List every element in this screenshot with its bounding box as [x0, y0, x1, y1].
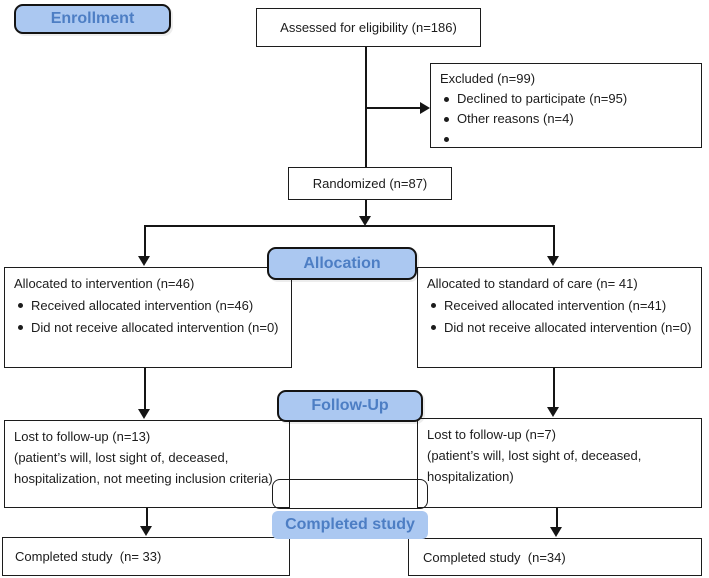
excluded-bullet-row: Other reasons (n=4)	[440, 109, 692, 129]
stage-label-allocation: Allocation	[267, 247, 417, 280]
box-lost-followup-standard: Lost to follow-up (n=7) (patient’s will,…	[417, 418, 702, 508]
arrowhead-down-alloc-right-icon	[547, 256, 559, 266]
connector-assessed-to-randomized	[365, 47, 367, 167]
alloc-right-bullet-row: Did not receive allocated intervention (…	[427, 317, 692, 339]
connector-split-to-alloc-left	[144, 226, 146, 258]
box-lost-followup-intervention: Lost to follow-up (n=13) (patient’s will…	[4, 420, 290, 508]
arrowhead-down-completed-left-icon	[140, 526, 152, 536]
completed-right-text: Completed study (n=34)	[423, 549, 566, 565]
stage-label-completed-study: Completed study	[272, 511, 428, 539]
connector-split-to-alloc-right	[553, 226, 555, 258]
connector-to-excluded	[367, 107, 420, 109]
bullet-icon	[444, 137, 449, 142]
alloc-left-bullet-row: Received allocated intervention (n=46)	[14, 295, 282, 317]
alloc-right-bullet-row: Received allocated intervention (n=41)	[427, 295, 692, 317]
arrowhead-down-followup-left-icon	[138, 409, 150, 419]
alloc-left-title: Allocated to intervention (n=46)	[14, 276, 195, 291]
box-completed-intervention: Completed study (n= 33)	[2, 537, 290, 576]
excluded-bullet-declined: Declined to participate (n=95)	[457, 91, 628, 106]
split-line	[144, 225, 555, 227]
bullet-icon	[431, 325, 436, 330]
enrollment-label-text: Enrollment	[50, 10, 135, 27]
completed-label-text: Completed study	[285, 516, 415, 533]
bullet-icon	[18, 303, 23, 308]
connector-alloc-to-followup-left	[144, 367, 146, 411]
followup-right-detail: (patient’s will, lost sight of, deceased…	[427, 448, 642, 484]
connector-followup-to-completed-left	[146, 507, 148, 528]
followup-left-detail: (patient’s will, lost sight of, deceased…	[14, 450, 273, 486]
empty-rounded-rect	[272, 479, 428, 509]
box-assessed-eligibility: Assessed for eligibility (n=186)	[256, 8, 481, 47]
excluded-title: Excluded (n=99)	[440, 71, 536, 86]
connector-followup-to-completed-right	[556, 507, 558, 529]
assessed-text: Assessed for eligibility (n=186)	[280, 20, 457, 35]
arrowhead-down-alloc-left-icon	[138, 256, 150, 266]
completed-left-text: Completed study (n= 33)	[15, 549, 162, 564]
connector-randomized-to-split	[365, 198, 367, 219]
box-allocated-standard-care: Allocated to standard of care (n= 41) Re…	[417, 267, 702, 368]
stage-label-follow-up: Follow-Up	[277, 390, 423, 422]
alloc-right-title: Allocated to standard of care (n= 41)	[427, 276, 638, 291]
box-allocated-intervention: Allocated to intervention (n=46) Receive…	[4, 267, 292, 368]
alloc-left-bullet-notreceived: Did not receive allocated intervention (…	[31, 320, 279, 335]
arrowhead-down-completed-right-icon	[550, 527, 562, 537]
bullet-icon	[18, 325, 23, 330]
followup-left-title: Lost to follow-up (n=13)	[14, 429, 151, 444]
arrowhead-down-followup-right-icon	[547, 407, 559, 417]
arrowhead-down-split-icon	[359, 216, 371, 226]
excluded-bullet-row	[440, 129, 692, 149]
allocation-label-text: Allocation	[303, 254, 381, 272]
bullet-icon	[431, 303, 436, 308]
box-randomized: Randomized (n=87)	[288, 167, 452, 200]
alloc-right-bullet-received: Received allocated intervention (n=41)	[444, 298, 667, 313]
excluded-bullet-row: Declined to participate (n=95)	[440, 89, 692, 109]
bullet-icon	[444, 117, 449, 122]
stage-label-enrollment: Enrollment	[14, 4, 171, 34]
excluded-bullet-empty	[457, 129, 692, 149]
arrowhead-right-excluded-icon	[420, 102, 430, 114]
alloc-right-bullet-notreceived: Did not receive allocated intervention (…	[444, 320, 692, 335]
alloc-left-bullet-received: Received allocated intervention (n=46)	[31, 298, 254, 313]
followup-right-title: Lost to follow-up (n=7)	[427, 427, 556, 442]
bullet-icon	[444, 97, 449, 102]
alloc-left-bullet-row: Did not receive allocated intervention (…	[14, 317, 282, 339]
randomized-text: Randomized (n=87)	[312, 176, 428, 191]
excluded-bullet-other: Other reasons (n=4)	[457, 111, 574, 126]
box-completed-standard: Completed study (n=34)	[408, 538, 702, 576]
follow-up-label-text: Follow-Up	[311, 397, 389, 414]
box-excluded: Excluded (n=99) Declined to participate …	[430, 63, 702, 148]
connector-alloc-to-followup-right	[553, 367, 555, 409]
